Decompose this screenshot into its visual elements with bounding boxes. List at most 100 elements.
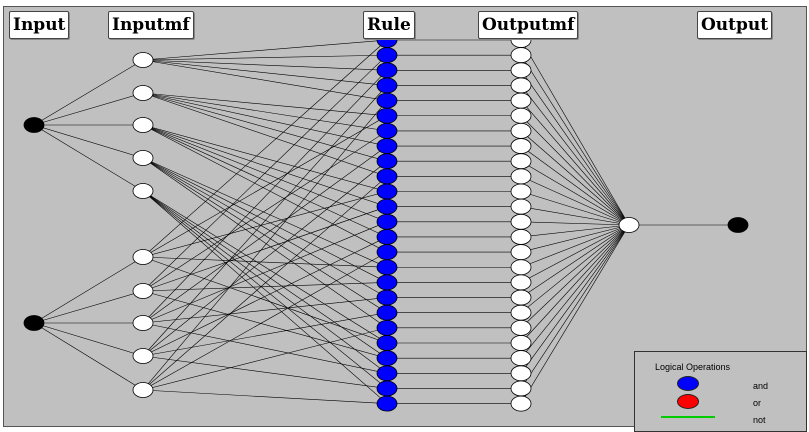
edge — [142, 39, 388, 258]
edge — [142, 256, 388, 268]
edge — [142, 115, 388, 258]
edge — [33, 322, 144, 391]
edge — [142, 59, 388, 71]
edge — [520, 145, 630, 226]
edge — [142, 59, 388, 101]
fuzzy-network-graph — [23, 32, 749, 412]
rule-node — [376, 274, 398, 291]
edge — [142, 54, 388, 292]
edge — [142, 92, 388, 177]
edge — [142, 282, 388, 292]
outputmf-node — [510, 319, 532, 336]
outputmf-column-label: Outputmf — [478, 11, 579, 39]
legend-box: Logical Operations and or not — [634, 351, 807, 432]
rule-node — [376, 319, 398, 336]
edge — [142, 92, 388, 147]
outputmf-node — [510, 335, 532, 351]
edge — [520, 224, 630, 283]
rule-node — [376, 123, 398, 139]
edge — [142, 297, 388, 324]
rule-node — [376, 92, 398, 109]
inputmf-node — [132, 382, 154, 398]
inputmf-node — [132, 150, 154, 166]
rule-node — [376, 289, 398, 306]
edge — [520, 224, 630, 374]
legend-or-swatch — [677, 394, 699, 409]
edge — [142, 322, 388, 374]
edge — [142, 130, 388, 292]
edge — [142, 327, 388, 391]
edge — [142, 190, 388, 389]
edge — [33, 92, 144, 126]
outputmf-node — [510, 47, 532, 64]
output-column-label: Output — [697, 11, 773, 39]
outputmf-node — [510, 183, 532, 200]
edge — [520, 224, 630, 313]
edge — [33, 322, 144, 357]
edge — [33, 256, 144, 324]
edge — [142, 206, 388, 292]
edge — [33, 124, 144, 159]
rule-column-label: Rule — [363, 11, 415, 39]
edge — [142, 157, 388, 329]
edge — [142, 236, 388, 357]
edge — [142, 191, 388, 258]
rule-node — [376, 304, 398, 321]
edge — [520, 39, 630, 226]
edge — [142, 190, 388, 359]
inputmf-node — [132, 52, 154, 68]
edge — [142, 92, 388, 117]
edge — [142, 290, 388, 359]
edge — [142, 124, 388, 223]
rule-node — [376, 335, 398, 351]
outputmf-node — [510, 289, 532, 306]
edges — [33, 39, 738, 404]
inputmf-node — [132, 183, 154, 199]
edge — [142, 221, 388, 324]
edge — [142, 124, 388, 192]
edge — [520, 224, 630, 238]
edge — [520, 224, 630, 329]
edge — [142, 124, 388, 253]
rule-node — [376, 168, 398, 185]
edge — [520, 224, 630, 344]
edge — [520, 70, 630, 226]
edge — [142, 190, 388, 374]
edge — [142, 355, 388, 389]
outputmf-node — [510, 259, 532, 276]
edge — [142, 92, 388, 162]
legend-not-line — [661, 416, 715, 418]
edge — [520, 191, 630, 226]
rule-node — [376, 77, 398, 94]
edge — [142, 157, 388, 313]
edge — [142, 157, 388, 268]
edge — [142, 124, 388, 238]
rule-node — [376, 350, 398, 367]
edge — [142, 157, 388, 298]
edge — [33, 290, 144, 324]
edge — [142, 145, 388, 324]
inputmf-node — [132, 315, 154, 331]
legend-and-swatch — [677, 376, 699, 391]
edge — [142, 70, 388, 324]
rule-node — [376, 395, 398, 412]
outputmf-node — [510, 168, 532, 185]
edge — [142, 39, 388, 61]
edge — [520, 224, 630, 404]
rule-node — [376, 198, 398, 215]
legend-or-label: or — [753, 398, 762, 408]
edge — [520, 176, 630, 226]
edge — [142, 59, 388, 86]
edge — [520, 160, 630, 226]
inputmf-node — [132, 85, 154, 101]
legend-title: Logical Operations — [655, 362, 731, 372]
outputmf-node — [510, 213, 532, 230]
edge — [520, 100, 630, 226]
rule-node — [376, 244, 398, 261]
edge — [142, 312, 388, 357]
edge — [142, 160, 388, 357]
outputmf-node — [510, 274, 532, 291]
rule-node — [376, 229, 398, 245]
rule-node — [376, 259, 398, 276]
inputmf-column-label: Inputmf — [108, 11, 194, 39]
